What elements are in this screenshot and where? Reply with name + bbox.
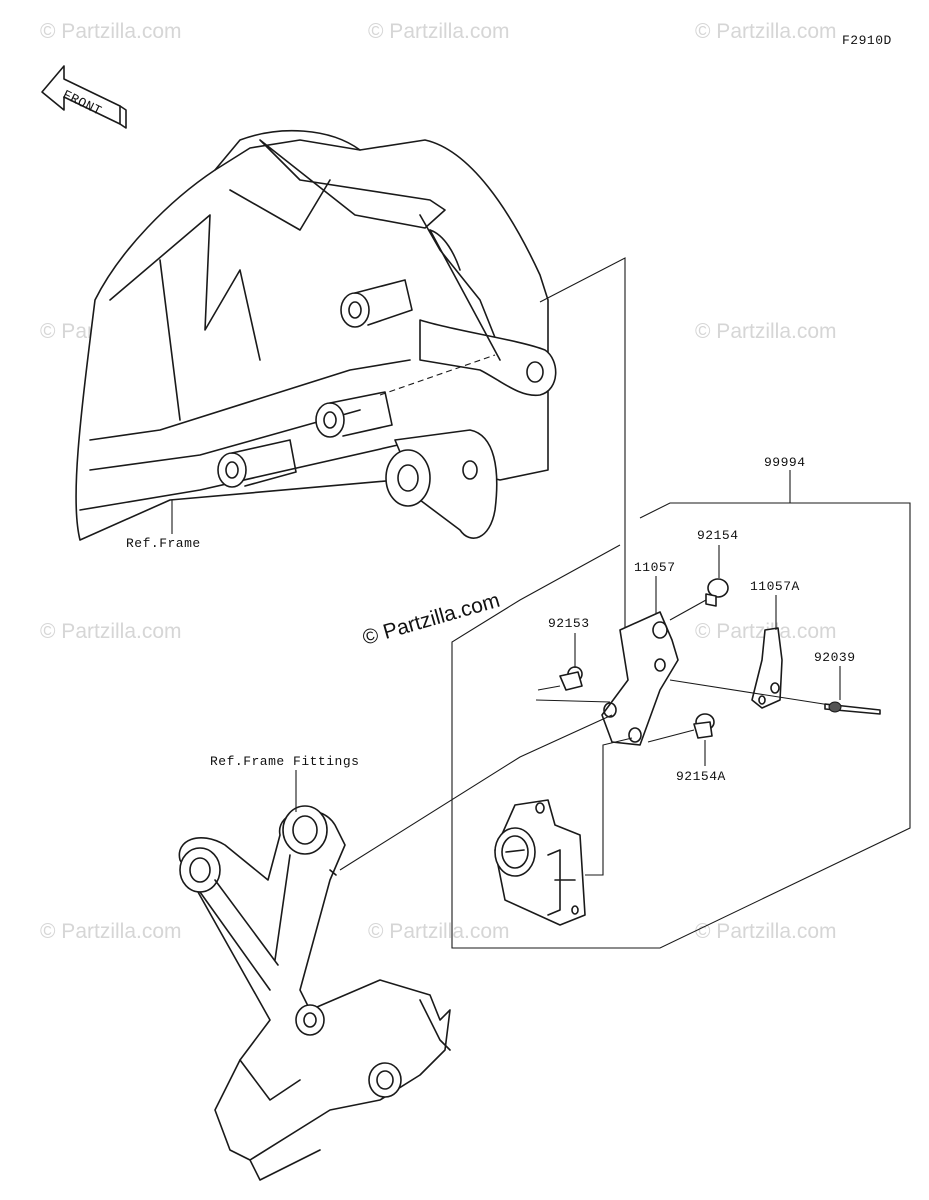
kit-boundary [451,257,911,949]
bolt-92154a [647,713,715,743]
kit-part-number: 99994 [764,455,806,470]
watermark-main: © Partzilla.com [360,589,502,650]
part-label-92154: 92154 [697,528,739,543]
lock-unit [494,737,633,926]
watermark: © Partzilla.com [368,920,510,943]
bolt-92154 [669,578,729,621]
watermark: © Partzilla.com [40,20,182,43]
watermark: © Partzilla.com [368,20,510,43]
watermark: © Partzilla.com [695,320,837,343]
ref-frame-fittings-label: Ref.Frame Fittings [210,754,359,769]
screw-92153 [535,666,611,703]
part-label-92153: 92153 [548,616,590,631]
part-label-11057a: 11057A [750,579,800,594]
ref-frame-label: Ref.Frame [126,536,201,551]
watermark: © Partzilla.com [40,620,182,643]
diagram-code: F2910D [842,33,892,48]
frame-illustration [75,129,557,541]
watermark: © Partzilla.com [695,920,837,943]
watermark: © Partzilla.com [695,20,837,43]
frame-fittings-illustration [178,714,613,1181]
pin-92039 [669,679,881,715]
part-label-11057: 11057 [634,560,676,575]
front-arrow-icon: FRONT [41,65,127,129]
bracket-11057 [601,611,679,746]
part-label-92154a: 92154A [676,769,726,784]
bracket-11057a [751,627,783,709]
watermark: © Partzilla.com [40,920,182,943]
part-label-92039: 92039 [814,650,856,665]
